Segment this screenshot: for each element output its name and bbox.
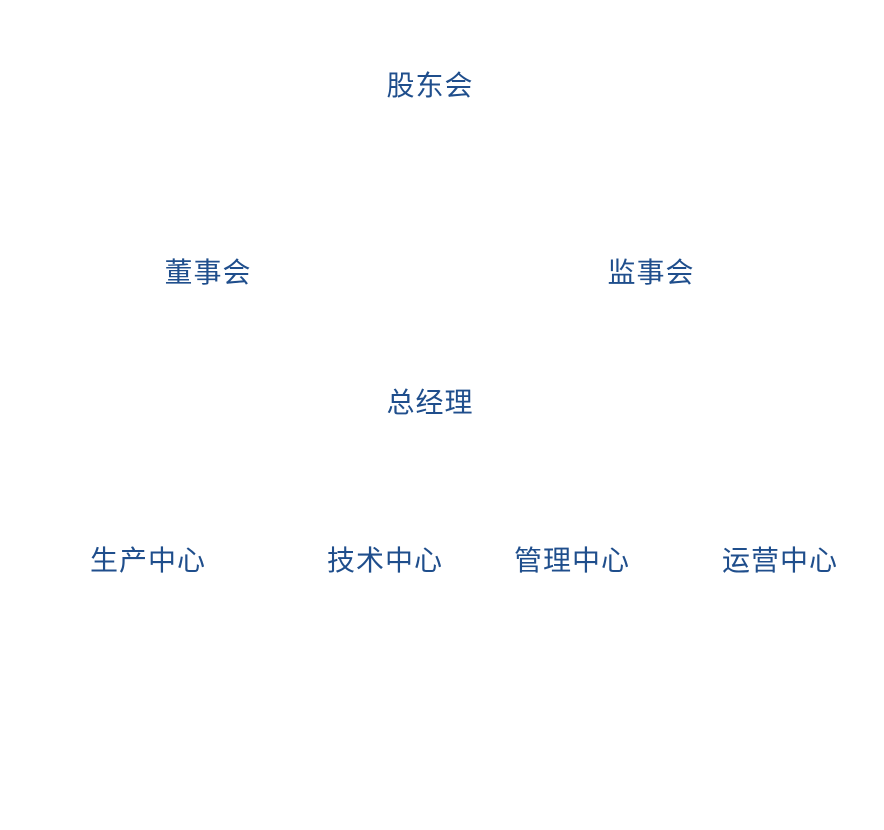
node-general-manager: 总经理 <box>386 386 474 419</box>
node-shareholders-meeting: 股东会 <box>386 69 474 102</box>
node-production-center: 生产中心 <box>89 544 207 577</box>
node-technology-center: 技术中心 <box>326 544 444 577</box>
node-management-center: 管理中心 <box>513 544 631 577</box>
node-operations-center: 运营中心 <box>721 544 839 577</box>
node-board-of-directors: 董事会 <box>164 256 252 289</box>
node-board-of-supervisors: 监事会 <box>607 256 695 289</box>
